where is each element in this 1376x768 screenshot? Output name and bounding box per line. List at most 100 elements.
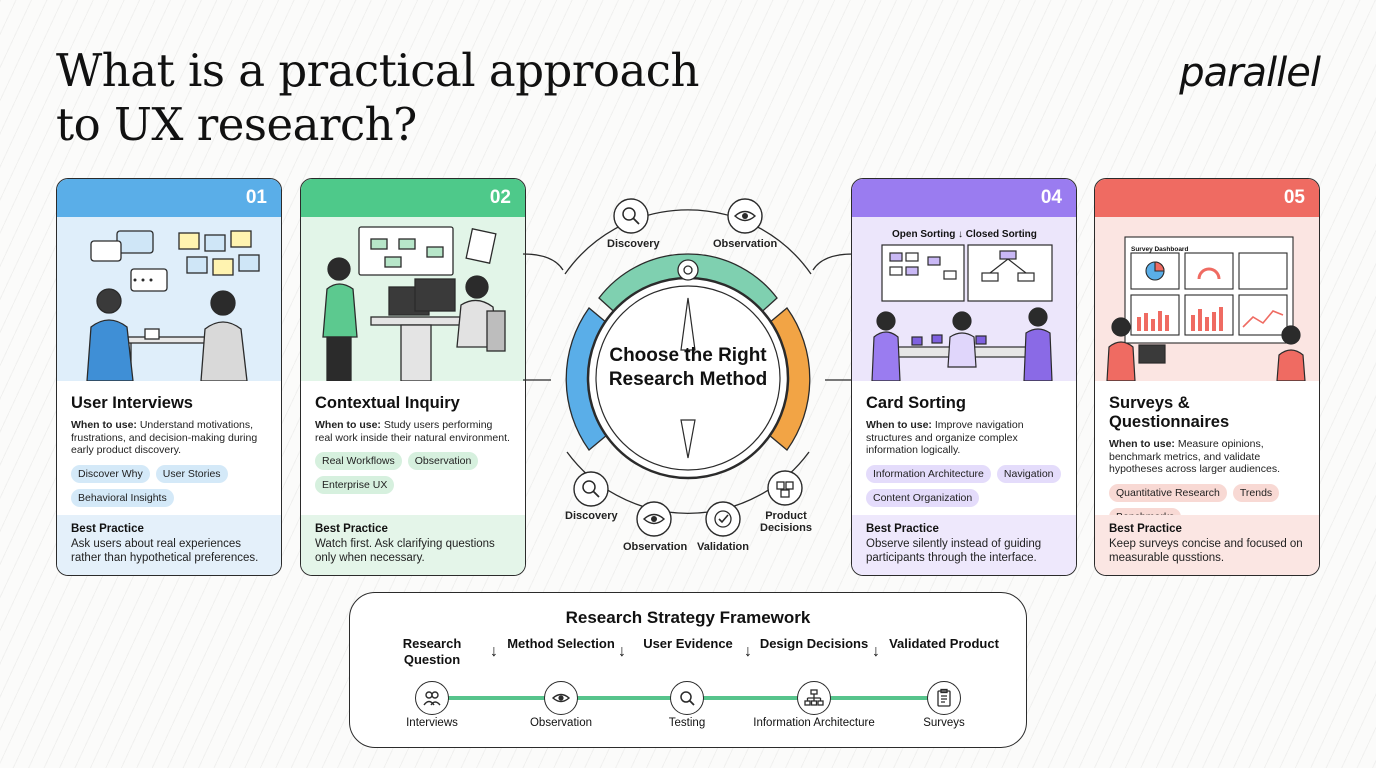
card-sorting-illustration: Open Sorting ↓ Closed Sorting [852,217,1076,381]
center-title: Choose the Right Research Method [608,345,768,390]
card-description: When to use: Improve navigation structur… [866,419,1062,457]
card-number: 02 [489,187,511,208]
framework-step-validated-product: Validated Product [889,636,999,651]
tag-list: Real Workflows Observation Enterprise UX [315,452,511,494]
card-title: Contextual Inquiry [315,394,460,412]
method-wheel: Discovery Observation Choose the Right R… [523,190,853,570]
framework-title: Research Strategy Framework [565,608,811,627]
illu-label-closed: ↓ Closed Sorting [958,229,1037,240]
card-header: 05 [1095,179,1319,217]
card-surveys: 05 Survey Dashboard [1094,178,1320,576]
framework-node-label: Surveys [923,717,965,729]
magnifier-icon [670,681,704,715]
tag: Discover Why [71,464,150,483]
when-text: Measure opinions, benchmark metrics, and… [1109,438,1281,475]
best-practice-text: Watch first. Ask clarifying questions on… [315,538,495,564]
framework-step-design-decisions: Design Decisions [759,636,869,651]
when-text: Study users performing real work inside … [315,419,510,444]
card-title: Surveys & Questionnaires [1109,394,1230,431]
best-practice: Best Practice Observe silently instead o… [852,515,1076,575]
page-title: What is a practical approach to UX resea… [56,44,699,151]
sorting-scene-icon [871,244,1053,381]
wheel-label-product-decisions: Product Decisions [760,510,812,534]
down-arrow-icon: ↓ [490,643,498,660]
framework-node-label: Testing [668,717,706,729]
card-number: 04 [1040,187,1062,208]
down-arrow-icon: ↓ [744,643,752,660]
illu-label-open: Open Sorting [892,229,956,240]
tag: Behavioral Insights [71,488,174,507]
wheel-label-discovery: Discovery [607,238,660,250]
wheel-label-discovery-bottom: Discovery [565,510,618,522]
best-practice-text: Ask users about real experiences rather … [71,538,259,564]
card-title: User Interviews [71,394,193,412]
best-practice-title: Best Practice [1109,523,1182,535]
best-practice: Best Practice Ask users about real exper… [57,515,281,575]
interview-illustration [57,217,281,381]
best-practice-text: Observe silently instead of guiding part… [866,538,1042,564]
card-header: 02 [301,179,525,217]
card-description: When to use: Measure opinions, benchmark… [1109,438,1305,476]
card-body: Contextual Inquiry When to use: Study us… [301,381,525,517]
card-description: When to use: Study users performing real… [315,419,511,444]
card-card-sorting: 04 Open Sorting ↓ Closed Sorting [851,178,1077,576]
wheel-label-observation-bottom: Observation [623,541,688,553]
illu-label-dashboard: Survey Dashboard [1131,246,1189,253]
brand-logo: parallel [1179,50,1321,96]
best-practice: Best Practice Keep surveys concise and f… [1095,515,1319,575]
when-label: When to use: [315,419,381,431]
framework-node-label: Information Architecture [753,717,875,729]
dashboard-scene-icon [1106,236,1306,381]
down-arrow-icon: ↓ [872,643,880,660]
tag: User Stories [155,464,228,483]
tag-list: Information Architecture Navigation Cont… [866,464,1062,507]
tag: Quantitative Research [1109,483,1227,502]
card-body: Surveys & Questionnaires When to use: Me… [1095,381,1319,526]
card-body: Card Sorting When to use: Improve naviga… [852,381,1076,517]
people-icon [415,681,449,715]
best-practice-title: Best Practice [71,523,144,535]
wheel-label-observation: Observation [713,238,778,250]
card-header: 01 [57,179,281,217]
card-number: 05 [1283,187,1305,208]
card-user-interviews: 01 [56,178,282,576]
hierarchy-icon [797,681,831,715]
eye-icon [544,681,578,715]
workspace-scene-icon [322,226,506,381]
survey-illustration: Survey Dashboard [1095,217,1319,381]
framework-step-user-evidence: User Evidence [643,636,733,651]
when-label: When to use: [1109,438,1175,450]
best-practice: Best Practice Watch first. Ask clarifyin… [301,515,525,575]
wheel-label-validation: Validation [697,541,749,553]
tag: Content Organization [866,488,980,507]
best-practice-text: Keep surveys concise and focused on meas… [1109,538,1303,564]
framework-node-label: Observation [529,717,592,729]
best-practice-title: Best Practice [315,523,388,535]
card-number: 01 [245,187,267,208]
card-contextual-inquiry: 02 Contextual In [300,178,526,576]
card-body: User Interviews When to use: Understand … [57,381,281,517]
when-text: Understand motivations, frustrations, an… [71,419,258,456]
when-label: When to use: [71,419,137,431]
when-text: Improve navigation structures and organi… [866,419,1024,456]
framework-step-research-question: Research Question [402,636,462,667]
tag: Real Workflows [315,452,402,470]
framework-node-label: Interviews [406,717,458,729]
tag: Navigation [996,464,1061,483]
wheel-graphic [523,198,853,537]
framework-step-method-selection: Method Selection [507,636,615,651]
card-description: When to use: Understand motivations, fru… [71,419,267,457]
best-practice-title: Best Practice [866,523,939,535]
tag: Observation [407,452,479,470]
card-header: 04 [852,179,1076,217]
interview-scene-icon [86,230,260,381]
tag: Enterprise UX [315,476,395,494]
clipboard-icon [927,681,961,715]
inquiry-illustration [301,217,525,381]
tag: Information Architecture [866,464,991,483]
research-strategy-framework: Research Strategy Framework Research Que… [349,592,1027,748]
tag-list: Discover Why User Stories Behavioral Ins… [71,464,267,507]
down-arrow-icon: ↓ [618,643,626,660]
card-title: Card Sorting [866,394,966,412]
when-label: When to use: [866,419,932,431]
